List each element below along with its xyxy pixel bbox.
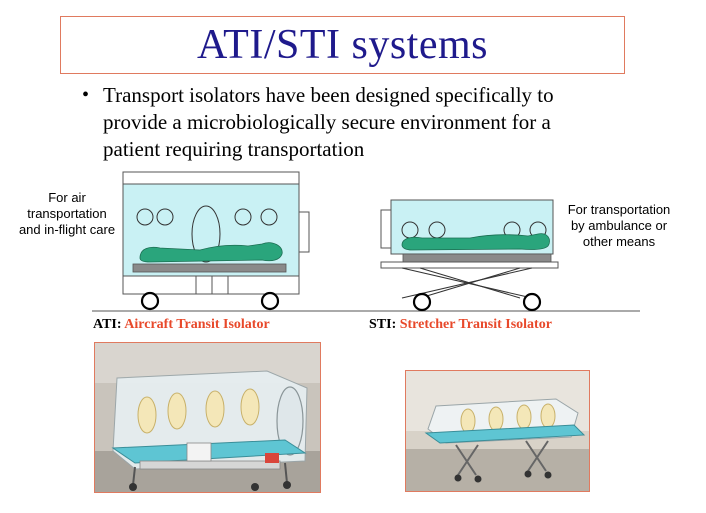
sti-caption: STI: Stretcher Transit Isolator	[369, 317, 552, 333]
sti-drawing	[380, 199, 559, 312]
isolator-diagram	[92, 171, 640, 312]
sti-full-name: Stretcher Transit Isolator	[399, 317, 552, 332]
bullet-icon: •	[82, 84, 90, 106]
sti-photo	[405, 370, 590, 492]
air-transport-label: For air transportation and in-flight car…	[18, 190, 116, 237]
ambulance-transport-label: For transportation by ambulance or other…	[567, 202, 671, 249]
ati-full-name: Aircraft Transit Isolator	[124, 317, 270, 332]
title-box: ATI/STI systems	[60, 16, 625, 74]
ati-photo	[94, 342, 321, 493]
bullet-point: • Transport isolators have been designed…	[82, 82, 602, 163]
ati-drawing	[122, 171, 310, 311]
slide-title: ATI/STI systems	[197, 22, 488, 68]
ati-abbr: ATI:	[93, 317, 122, 332]
sti-abbr: STI:	[369, 317, 397, 332]
bullet-text: Transport isolators have been designed s…	[103, 83, 554, 161]
ati-caption: ATI: Aircraft Transit Isolator	[93, 317, 270, 333]
